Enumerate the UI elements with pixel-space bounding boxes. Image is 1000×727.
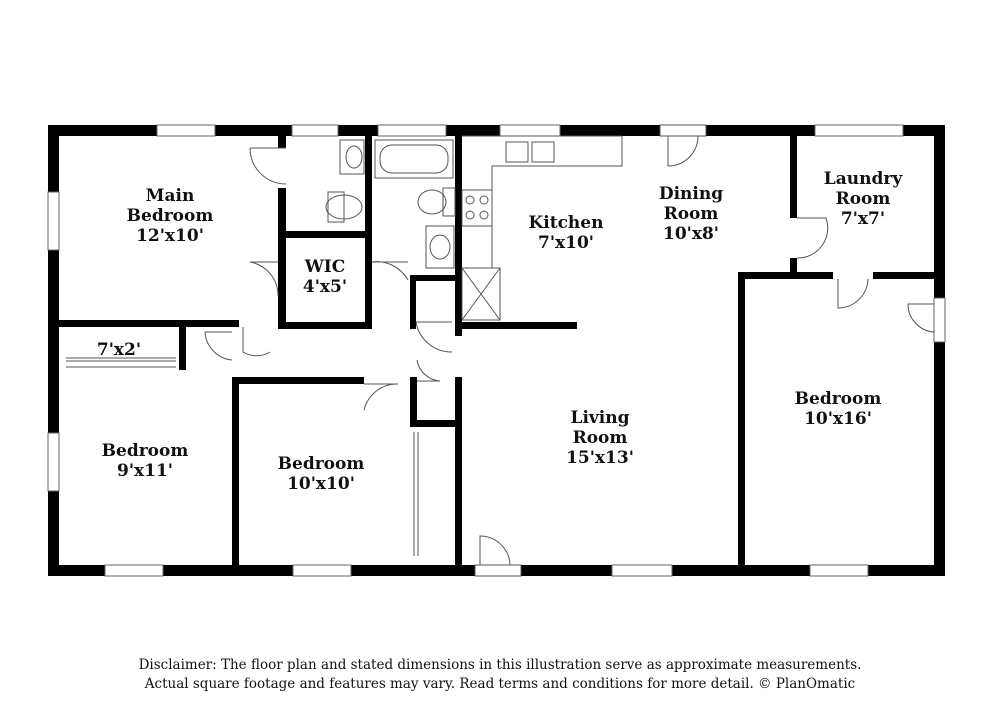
sink-icon: [425, 225, 455, 269]
dining-room-label-2: Room: [664, 204, 719, 224]
interior-walls: [59, 136, 945, 565]
sink-icon: [339, 139, 365, 175]
kitchen-size: 7'x10': [538, 233, 594, 253]
bedroom-right-size: 10'x16': [804, 409, 872, 429]
bedroom-left-label: Bedroom: [102, 441, 189, 461]
doors: [66, 124, 935, 577]
laundry-room-label-2: Room: [836, 189, 891, 209]
main-bedroom-label-2: Bedroom: [127, 206, 214, 226]
bedroom-middle-size: 10'x10': [287, 474, 355, 494]
windows: [47, 124, 946, 577]
kitchen-label: Kitchen: [529, 213, 604, 233]
disclaimer-line-1: Disclaimer: The floor plan and stated di…: [138, 657, 862, 673]
stove-icon: [461, 189, 493, 227]
toilet-icon: [325, 191, 363, 223]
bathtub-icon: [374, 139, 454, 179]
living-room-label: Living: [571, 408, 630, 428]
wic-label: WIC: [304, 257, 346, 277]
bedroom-middle-label: Bedroom: [278, 454, 365, 474]
dining-room-size: 10'x8': [663, 224, 719, 244]
bedroom-right-label: Bedroom: [795, 389, 882, 409]
disclaimer-line-2: Actual square footage and features may v…: [144, 676, 856, 692]
laundry-room-label: Laundry: [824, 169, 904, 189]
refrigerator-icon: [461, 267, 501, 321]
laundry-room-size: 7'x7': [841, 209, 885, 229]
toilet-icon: [417, 187, 456, 217]
dining-room-label: Dining: [659, 184, 723, 204]
main-bedroom-label: Main: [146, 186, 195, 206]
living-room-size: 15'x13': [566, 448, 634, 468]
closet-size: 7'x2': [97, 340, 141, 360]
fixtures: [66, 135, 623, 359]
living-room-label-2: Room: [573, 428, 628, 448]
main-bedroom-size: 12'x10': [136, 226, 204, 246]
room-labels: Main Bedroom 12'x10' WIC 4'x5' Kitchen 7…: [97, 169, 903, 494]
bedroom-left-size: 9'x11': [117, 461, 173, 481]
wic-size: 4'x5': [303, 277, 347, 297]
